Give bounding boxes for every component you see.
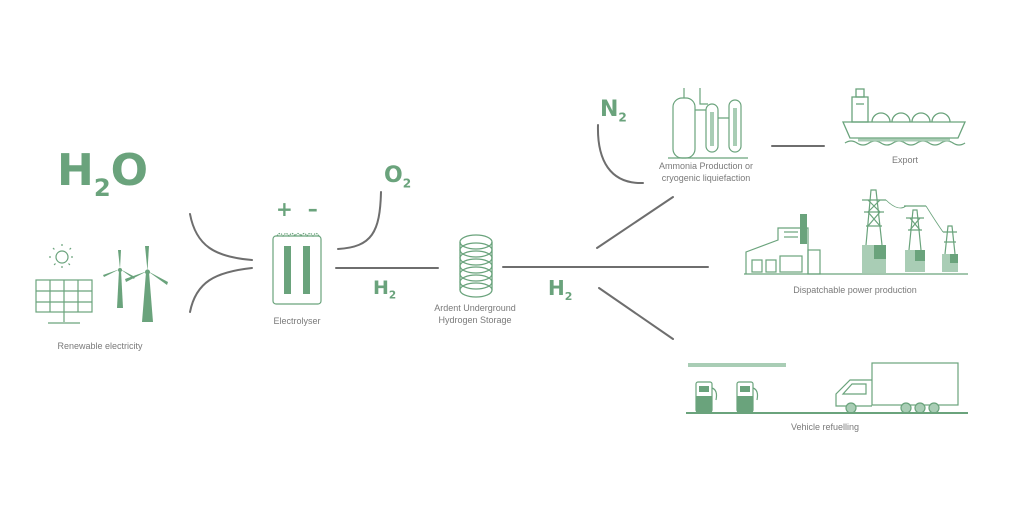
water-symbol-o: O — [110, 145, 149, 196]
wind-turbine-icon — [103, 246, 168, 322]
ammonia-plant-icon — [668, 88, 748, 159]
fuel-pump-icon — [688, 363, 786, 413]
oxygen-label: O2 — [384, 163, 411, 190]
hydrogen-subscript: 2 — [564, 289, 573, 303]
nitrogen-arrow — [596, 124, 644, 185]
ammonia-label: Ammonia Production or cryogenic liquiefa… — [646, 160, 766, 184]
hydrogen-storage-tank-icon — [459, 234, 493, 298]
electrolyser-label: Electrolyser — [273, 316, 321, 326]
lng-ship-icon — [842, 88, 966, 146]
nitrogen-label: N2 — [600, 97, 627, 124]
renewable-electricity-label: Renewable electricity — [57, 341, 143, 351]
ammonia-label-line1: Ammonia Production or — [658, 161, 754, 171]
hydrogen-label-1: H2 — [373, 277, 396, 302]
storage-label: Ardent Underground Hydrogen Storage — [420, 302, 530, 326]
ammonia-label-line2: cryogenic liquiefaction — [661, 173, 751, 183]
oxygen-symbol: O — [384, 163, 403, 188]
oxygen-arrow — [337, 191, 382, 250]
nitrogen-subscript: 2 — [618, 110, 627, 125]
oxygen-subscript: 2 — [402, 176, 412, 191]
hydrogen-subscript: 2 — [388, 289, 397, 302]
electrolyser-icon — [272, 232, 322, 305]
power-pylon-icon — [744, 189, 968, 275]
solar-panel-icon — [35, 279, 93, 324]
water-subscript: 2 — [93, 173, 111, 202]
storage-label-line2: Hydrogen Storage — [438, 315, 512, 325]
nitrogen-symbol: N — [600, 97, 619, 122]
water-label: H2O — [57, 146, 148, 213]
hydrogen-symbol: H — [548, 276, 565, 300]
power-label: Dispatchable power production — [793, 285, 917, 295]
export-label: Export — [891, 155, 918, 165]
sun-icon — [49, 244, 75, 270]
electrode-signs: + – — [276, 197, 322, 221]
truck-icon — [835, 362, 959, 414]
factory-icon — [745, 214, 821, 275]
input-arrows — [189, 213, 253, 313]
storage-label-line1: Ardent Underground — [434, 303, 516, 313]
branch-arrows — [596, 196, 674, 340]
hydrogen-label-2: H2 — [548, 276, 572, 303]
water-symbol-h: H — [57, 145, 94, 196]
hydrogen-symbol: H — [373, 277, 389, 299]
vehicle-refuelling-label: Vehicle refuelling — [790, 422, 860, 432]
